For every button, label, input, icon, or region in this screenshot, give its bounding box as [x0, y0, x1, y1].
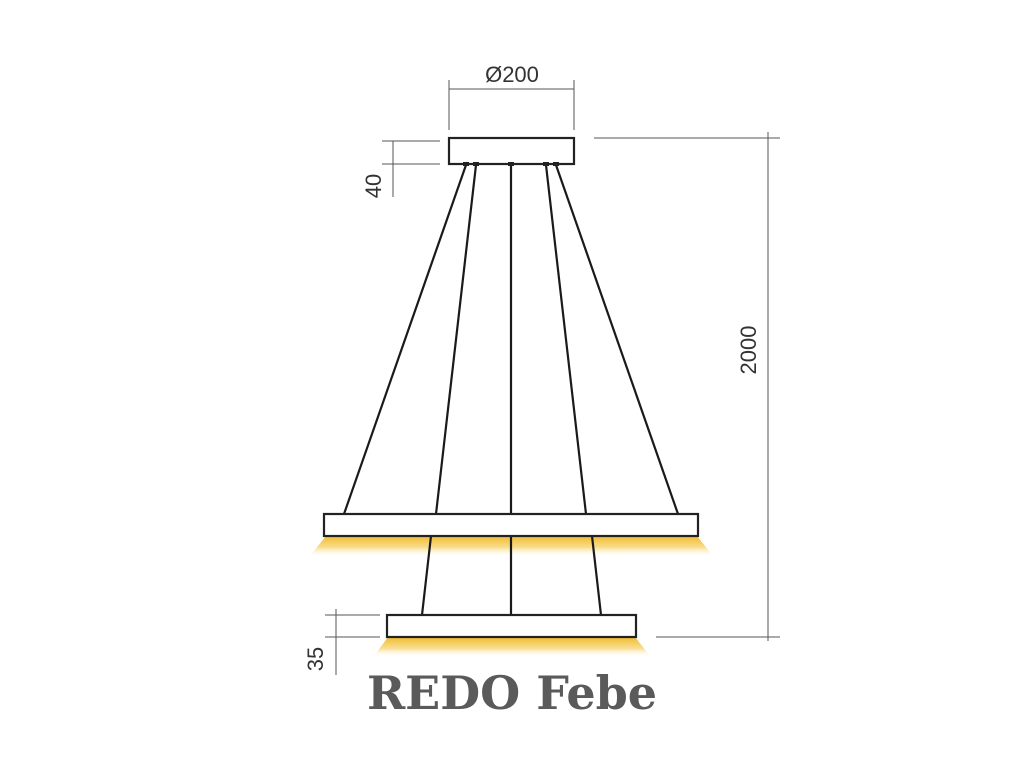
cable-lower-left: [420, 535, 433, 616]
ring-height-dimension: 35: [303, 609, 380, 675]
diameter-dimension: Ø200: [448, 62, 575, 130]
small-ring: [385, 613, 638, 639]
canopy-height-label: 40: [361, 174, 386, 198]
small-ring-light-glow: [374, 637, 650, 656]
total-height-label: 2000: [736, 326, 761, 375]
cable-lower-right: [590, 535, 603, 616]
cable-outer-left: [342, 164, 468, 515]
ring-height-label: 35: [303, 647, 328, 671]
cable-inner-left: [434, 164, 478, 515]
cable-inner-right: [544, 164, 588, 515]
total-height-dimension: 2000: [594, 132, 780, 641]
ceiling-canopy: [447, 136, 576, 166]
brand-label: REDO Febe: [367, 666, 657, 720]
large-ring: [322, 512, 700, 538]
canopy-cable-anchors: [463, 162, 559, 166]
diameter-label: Ø200: [485, 62, 539, 87]
cable-outer-right: [554, 164, 680, 515]
canopy-height-dimension: 40: [361, 140, 440, 198]
